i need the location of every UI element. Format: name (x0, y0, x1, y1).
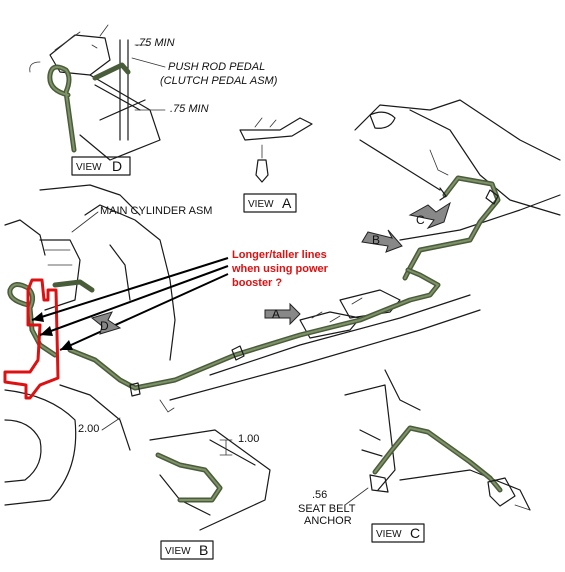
clutch-pedal-label: (CLUTCH PEDAL ASM) (160, 75, 278, 87)
view-a-label: VIEW (248, 199, 274, 210)
view-a-inset: VIEW A (239, 117, 313, 213)
view-a-letter: A (282, 195, 292, 211)
view-c-inset: .56 SEAT BELT ANCHOR VIEW C (298, 369, 531, 543)
callout-a-frame: A (264, 302, 301, 326)
view-b-letter: B (199, 542, 208, 558)
view-d-label: VIEW (76, 162, 102, 173)
annotation-arrows (31, 257, 229, 351)
dim-0-56-label: .56 (312, 489, 327, 501)
annotation-note: Longer/taller lines when using power boo… (231, 249, 329, 289)
rear-axle-area (354, 99, 561, 281)
seat-belt-anchor-label: ANCHOR (304, 515, 352, 527)
callout-d-frame: D (90, 311, 122, 335)
annotation-line-3: booster ? (232, 277, 282, 289)
callout-b-top-letter: B (372, 233, 380, 247)
view-b-label: VIEW (165, 546, 191, 557)
min-label-bottom: .75 MIN (170, 103, 209, 115)
main-brake-line (67, 267, 441, 397)
dim-1-00-label: 1.00 (238, 433, 259, 445)
red-annotation-outline (3, 278, 60, 400)
view-b-inset: 1.00 VIEW B (149, 429, 271, 560)
seat-belt-label: SEAT BELT (298, 503, 356, 515)
annotation-line-1: Longer/taller lines (232, 249, 327, 261)
callout-c-top-letter: C (416, 213, 425, 227)
dim-2-00-label: 2.00 (78, 423, 99, 435)
view-d-inset: .75 MIN PUSH ROD PEDAL (CLUTCH PEDAL ASM… (29, 24, 278, 176)
callout-c-top: C (408, 201, 451, 230)
view-c-letter: C (410, 525, 420, 541)
chassis (4, 184, 481, 506)
callout-b-top: B (361, 229, 403, 253)
min-label-top: .75 MIN (136, 37, 175, 49)
master-cylinder-lines (7, 279, 95, 358)
callout-a-letter: A (272, 307, 280, 321)
view-d-letter: D (112, 158, 122, 174)
push-rod-label: PUSH ROD PEDAL (168, 61, 265, 73)
callout-d-letter: D (100, 319, 109, 333)
annotation-line-2: when using power (231, 263, 329, 275)
main-cylinder-label: MAIN CYLINDER ASM (100, 205, 212, 217)
view-c-label: VIEW (376, 529, 402, 540)
